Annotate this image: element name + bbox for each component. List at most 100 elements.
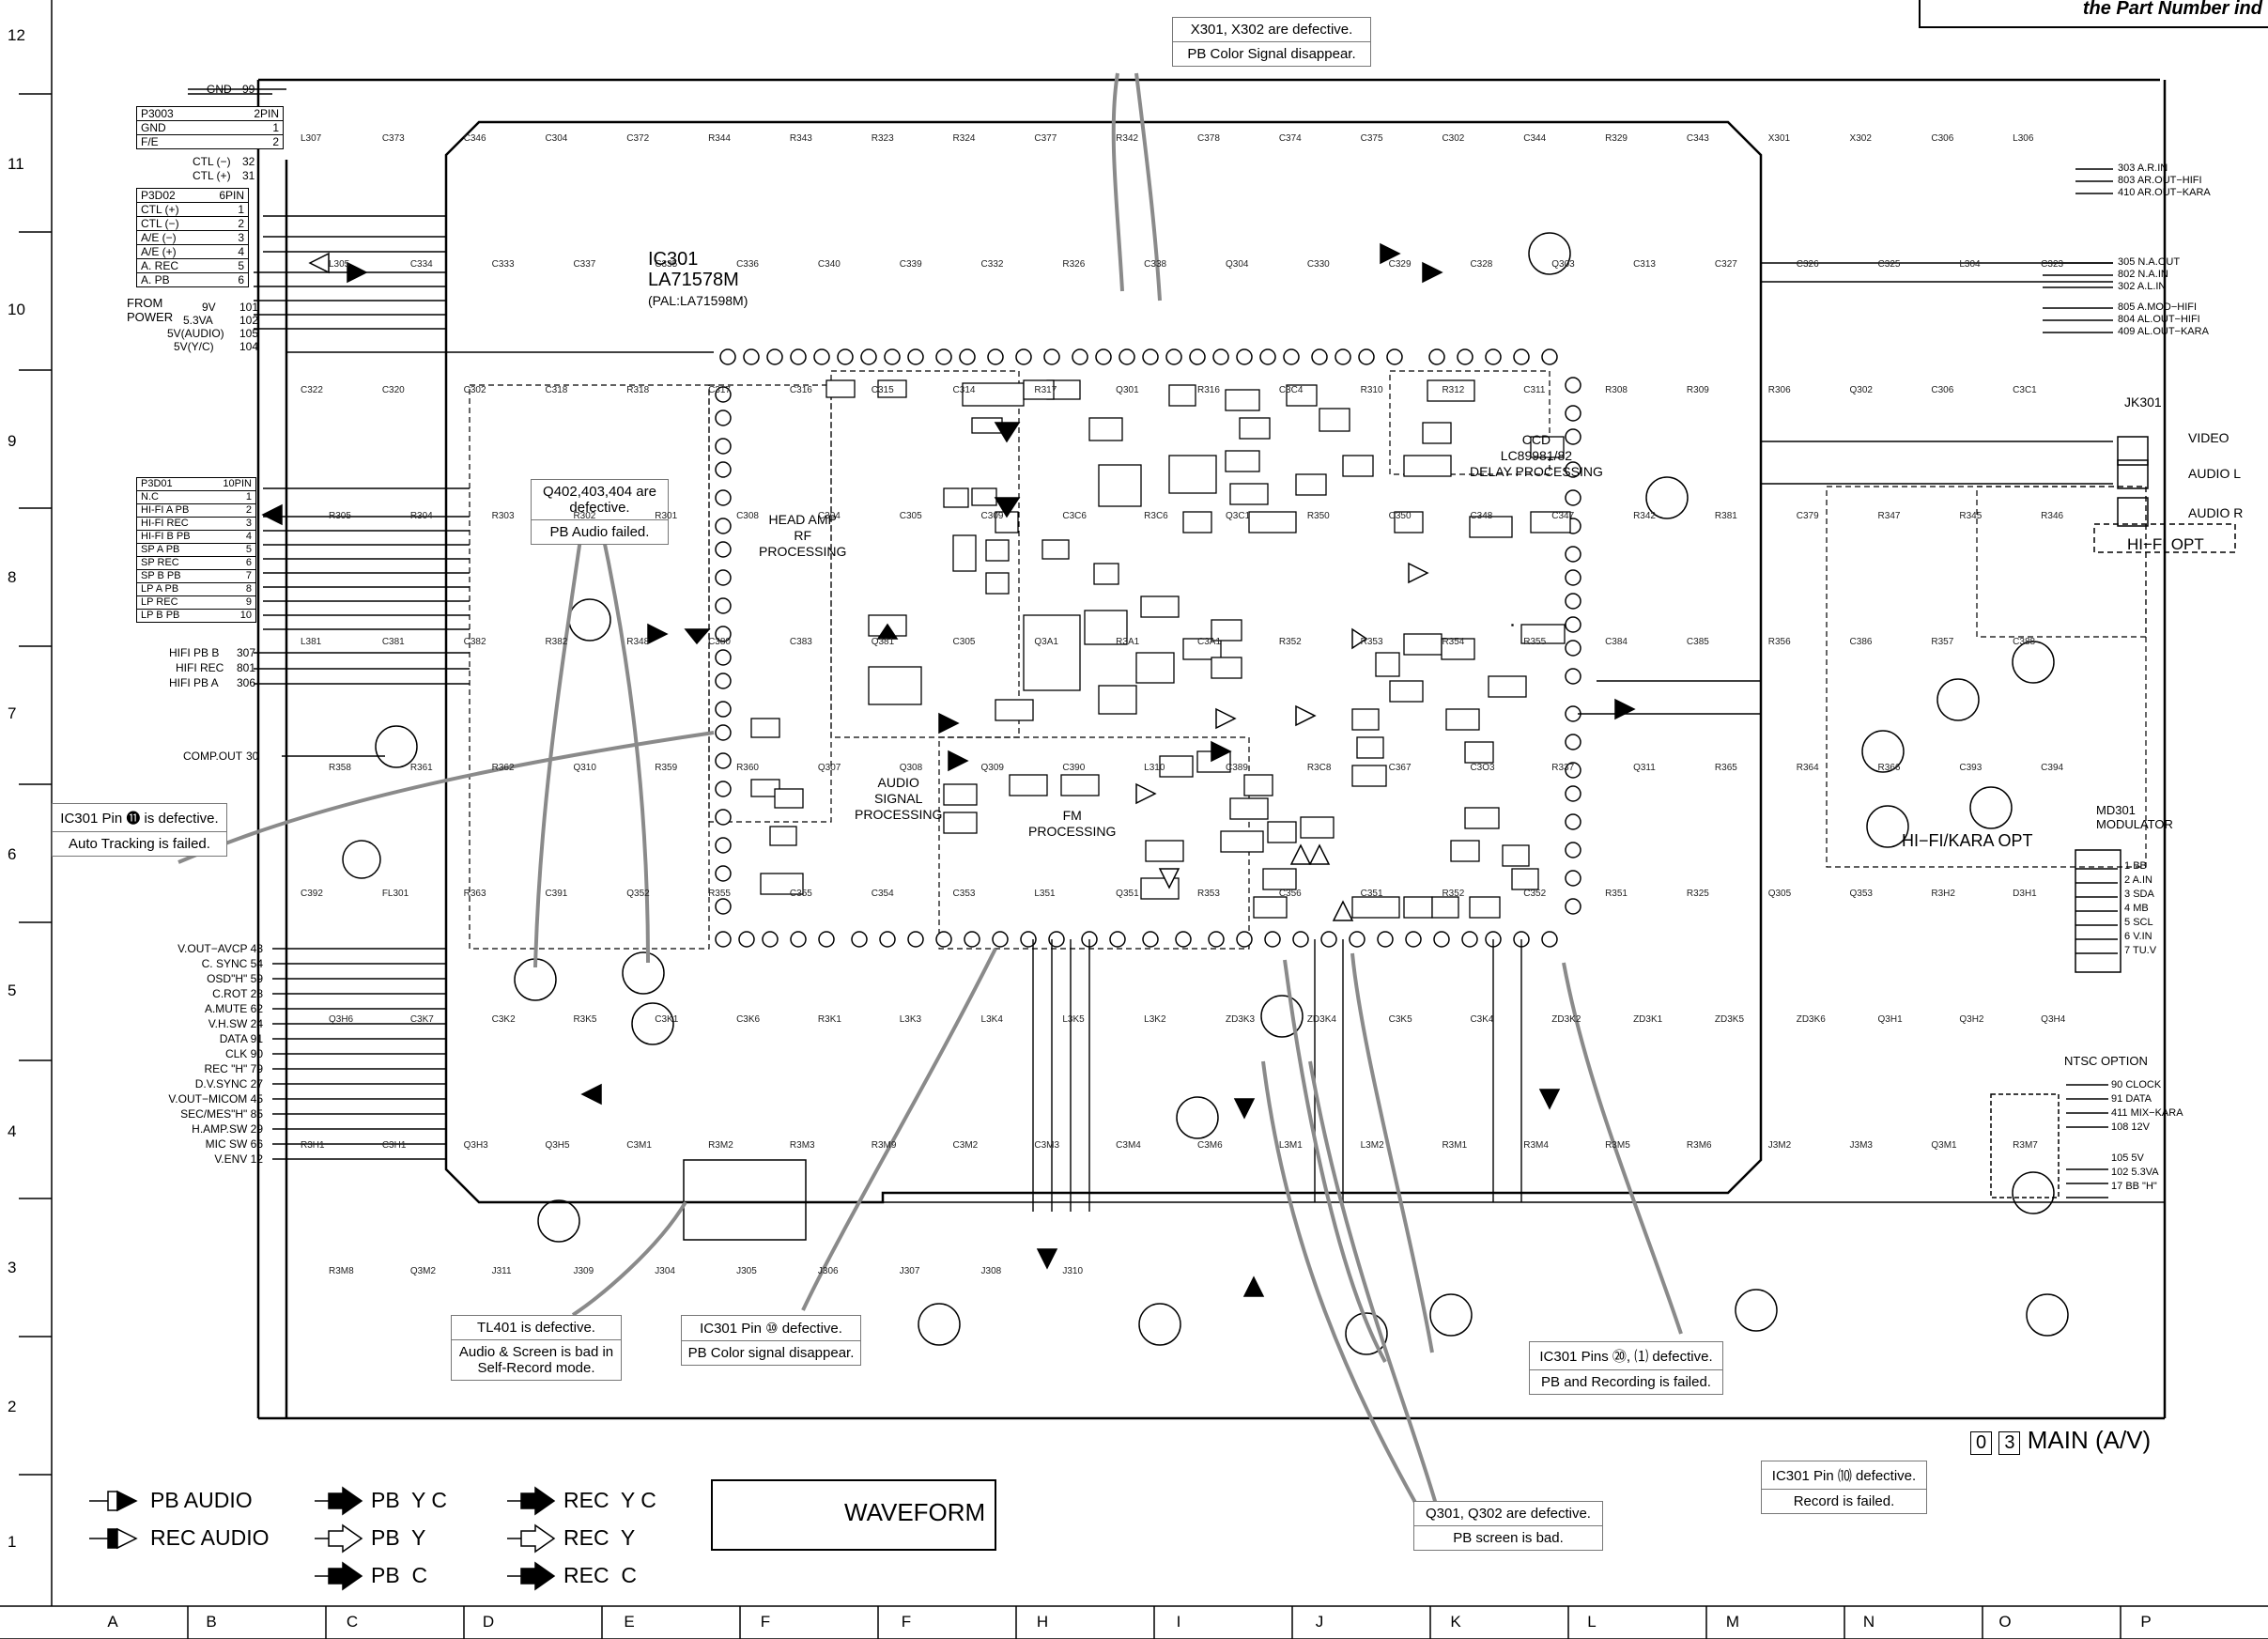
modulator-line: MODULATOR <box>2096 817 2173 831</box>
signal-label: A.MUTE <box>204 1002 248 1015</box>
callout-x301-x302: X301, X302 are defective. PB Color Signa… <box>1172 17 1371 67</box>
component-ref: Q3H4 <box>2041 1014 2066 1025</box>
connector-row: 108 12V <box>2111 1121 2183 1135</box>
mod-pin-num: 5 <box>2124 917 2131 928</box>
ctl-plus-label: CTL (+) <box>193 169 231 182</box>
connector-pin: 804 <box>2118 314 2136 325</box>
connector-pin: 805 <box>2118 302 2136 313</box>
p3003-pins: 2PIN <box>254 107 279 120</box>
component-ref: R316 <box>1197 385 1220 395</box>
hifi-rec-label: HIFI REC <box>176 661 224 674</box>
component-ref: R364 <box>1796 763 1819 773</box>
component-ref: R365 <box>1714 763 1737 773</box>
component-ref: C393 <box>1959 763 1983 773</box>
callout-pin10: IC301 Pin ⑩ defective. PB Color signal d… <box>681 1315 861 1366</box>
p3d02-row-label: CTL (−) <box>141 217 179 230</box>
component-ref: C379 <box>1796 511 1819 521</box>
component-ref: R3K1 <box>817 1014 841 1025</box>
signal-row: C. SYNC 54 <box>155 956 263 971</box>
component-ref: C313 <box>1633 259 1656 270</box>
mod-pin-label: TU.V <box>2132 945 2157 956</box>
signal-pin: 24 <box>250 1017 263 1030</box>
component-ref: C333 <box>491 259 515 270</box>
connector-pin: 90 <box>2111 1079 2123 1090</box>
connector-row: 91 DATA <box>2111 1092 2183 1106</box>
component-ref: R317 <box>1034 385 1057 395</box>
component-ref: C350 <box>1388 511 1412 521</box>
component-ref: C329 <box>1388 259 1412 270</box>
signal-row: REC "H" 79 <box>155 1061 263 1076</box>
grid-col-label: F <box>760 1613 771 1631</box>
component-ref: C317 <box>708 385 731 395</box>
callout-pins23-24: IC301 Pins ⑳, ⑴ defective. PB and Record… <box>1529 1341 1723 1395</box>
connector-pin: 410 <box>2118 187 2136 198</box>
component-ref: L307 <box>301 133 322 144</box>
component-ref: C3M6 <box>1197 1140 1223 1151</box>
component-ref: L3K5 <box>1062 1014 1085 1025</box>
component-ref: Q3H1 <box>1877 1014 1903 1025</box>
component-ref: Q309 <box>980 763 1004 773</box>
component-ref: R303 <box>491 511 515 521</box>
component-ref: Q352 <box>626 889 650 899</box>
component-ref: ZD3K6 <box>1796 1014 1826 1025</box>
component-ref: L305 <box>329 259 350 270</box>
p3003-row-pin: 2 <box>272 135 279 148</box>
component-ref: C318 <box>545 385 568 395</box>
gnd-pin: 99 <box>242 83 255 96</box>
signal-label: SEC/MES"H" <box>180 1107 248 1121</box>
connector-label: 5.3VA <box>2131 1167 2159 1178</box>
signal-label: MIC SW <box>205 1137 248 1151</box>
p3d01-row-pin: 9 <box>245 596 252 608</box>
grid-col-label: B <box>206 1613 217 1631</box>
power-9v-label: 9V <box>202 301 216 314</box>
component-ref: R3M9 <box>871 1140 897 1151</box>
hifi-kara-opt-label: HI−FI/KARA OPT <box>1902 831 2033 850</box>
legend-pb-audio: PB AUDIO <box>150 1488 253 1512</box>
hifi-pb-a-pin: 306 <box>237 676 256 689</box>
grid-col-label: M <box>1725 1613 1740 1631</box>
component-ref: J309 <box>573 1266 594 1276</box>
component-ref: Q301 <box>1116 385 1139 395</box>
grid-col-label: D <box>482 1613 495 1631</box>
legend-rec-yc: REC Y C <box>563 1488 656 1512</box>
mod-pin-row: 5 SCL <box>2124 916 2156 930</box>
ic301-name: IC301 <box>648 249 699 270</box>
ic-pins-bottom <box>715 931 1558 948</box>
ccd-function: DELAY PROCESSING <box>1470 464 1603 479</box>
component-ref: L310 <box>1144 763 1165 773</box>
ccd-part: LC89981/82 <box>1500 448 1573 463</box>
component-ref: L304 <box>1959 259 1981 270</box>
component-ref: R382 <box>545 637 568 647</box>
connector-label: DATA <box>2125 1093 2152 1105</box>
component-ref: R306 <box>1767 385 1791 395</box>
connector-row: 17 BB "H" <box>2111 1180 2183 1194</box>
component-ref: Q305 <box>1767 889 1792 899</box>
signal-row: V.OUT−AVCP 43 <box>155 941 263 956</box>
signal-pin: 12 <box>250 1152 263 1166</box>
legend-pb-yc: PB Y C <box>371 1488 447 1512</box>
connector-row: 804 AL.OUT−HIFI <box>2118 314 2209 326</box>
headamp-line: HEAD AMP <box>768 512 837 527</box>
component-ref: C378 <box>1197 133 1220 144</box>
component-ref: C355 <box>789 889 812 899</box>
left-signal-list: V.OUT−AVCP 43 C. SYNC 54 OSD"H" 59 C.ROT… <box>155 941 263 1167</box>
component-ref: C3K6 <box>736 1014 761 1025</box>
signal-pin: 85 <box>250 1107 263 1121</box>
signal-label: OSD"H" <box>207 972 248 985</box>
connector-pin: 102 <box>2111 1167 2129 1178</box>
ctl-minus-label: CTL (−) <box>193 155 231 168</box>
jk301-video: VIDEO <box>2188 430 2229 445</box>
power-9v-pin: 101 <box>239 301 259 314</box>
component-ref: C392 <box>301 889 323 899</box>
callout-title: IC301 Pins ⑳, ⑴ defective. <box>1530 1342 1722 1370</box>
p3d02-row-pin: 3 <box>238 231 244 244</box>
legend-rec-audio: REC AUDIO <box>150 1525 270 1550</box>
component-ref: C336 <box>736 259 759 270</box>
callout-sub: PB Audio failed. <box>549 524 650 540</box>
component-ref: ZD3K2 <box>1551 1014 1581 1025</box>
mod-pin-row: 3 SDA <box>2124 888 2156 902</box>
grid-col-label: K <box>1450 1613 1461 1631</box>
signal-pin: 91 <box>250 1032 263 1045</box>
